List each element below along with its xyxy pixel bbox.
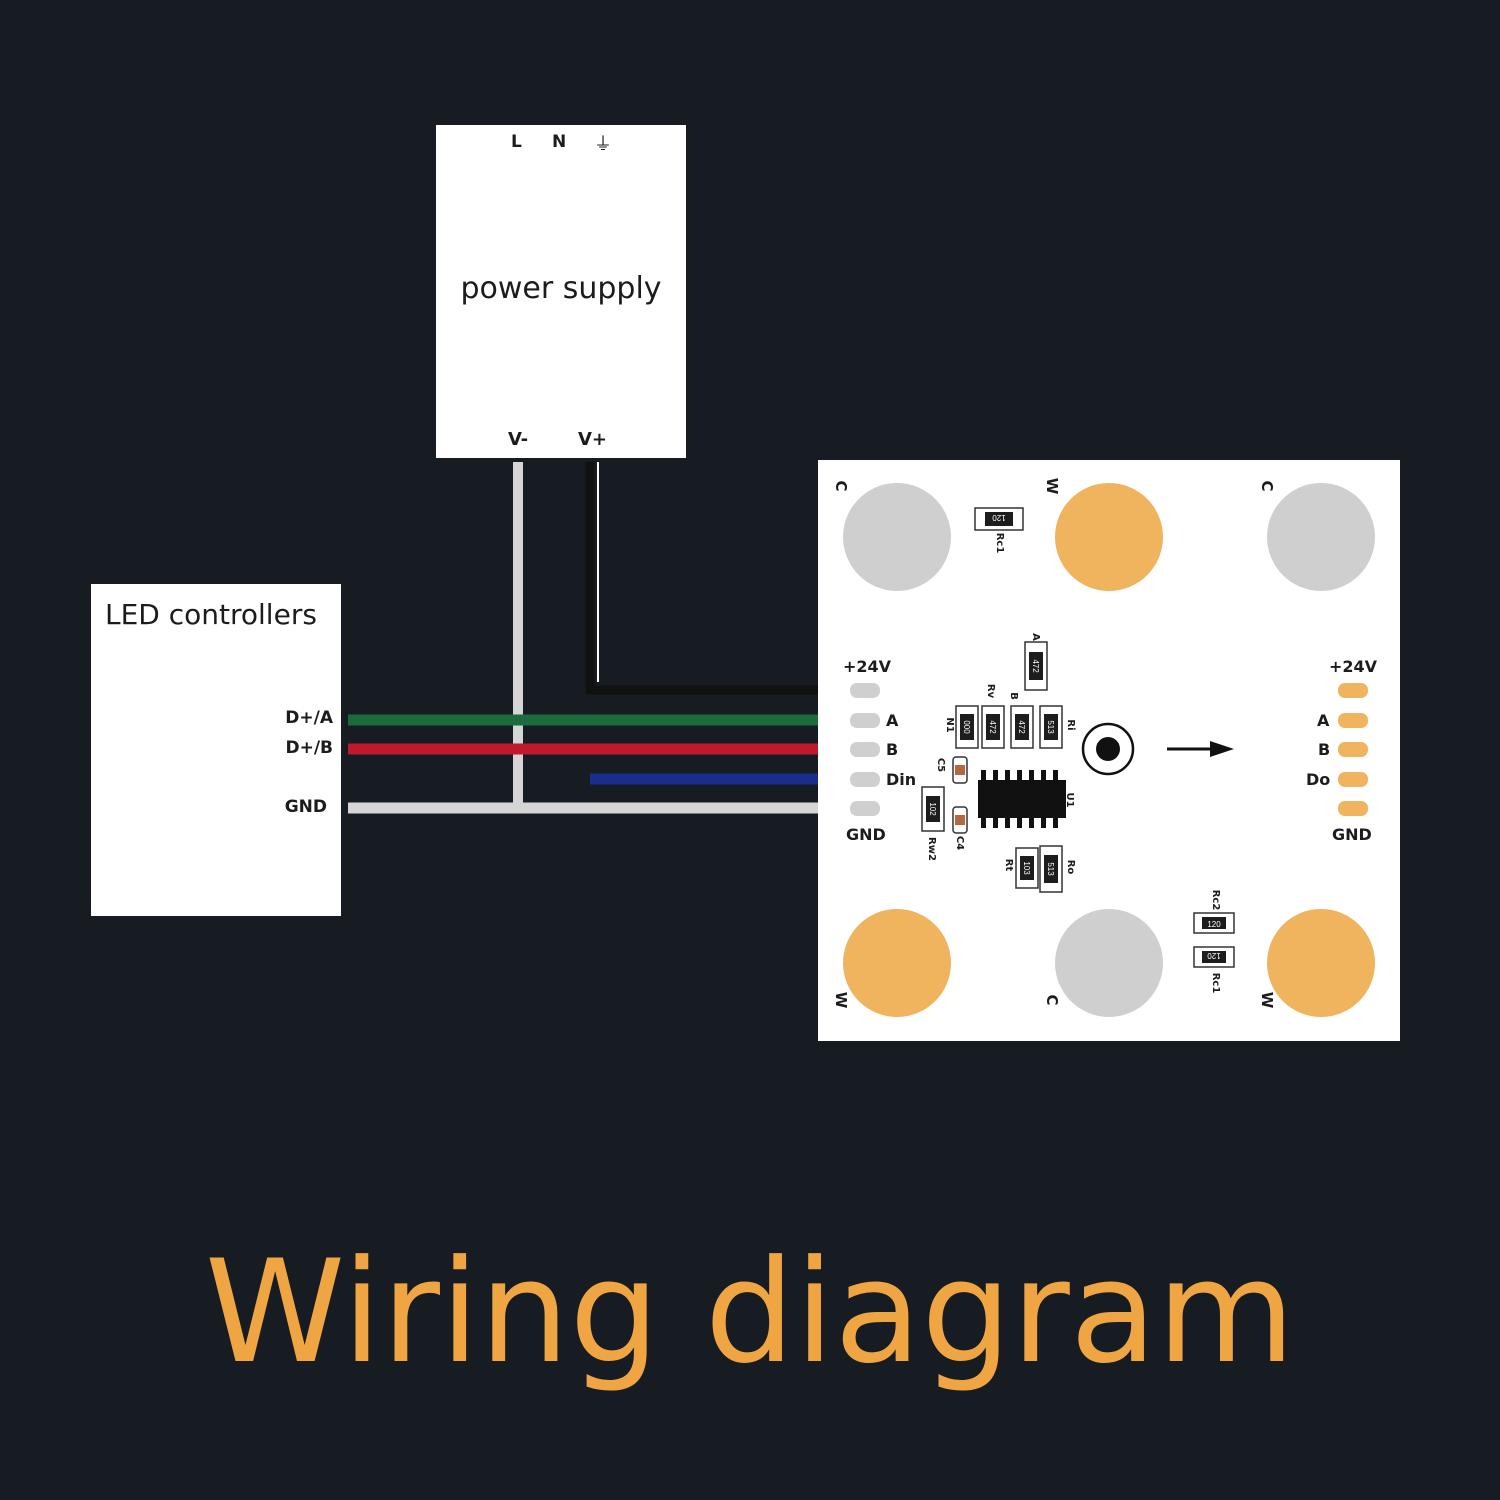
rc2-value: 120 [1207,920,1221,929]
resistor-rt [1015,847,1039,889]
led-letter-top-right: C [1258,480,1276,491]
c4-label: C4 [954,836,965,850]
led-letter-bot-right: W [1258,992,1276,1009]
resistor-ri [1039,705,1063,749]
pin-d-a-label: D+/A [285,708,333,728]
resistor-rw2 [921,786,945,832]
pad-out-a [1338,713,1368,728]
rt-value: 103 [1022,861,1031,875]
direction-arrowhead-icon [1210,741,1234,757]
resistor-a [1024,641,1048,691]
led-top-mid-warm [1055,483,1163,591]
pad-in-din [850,772,880,787]
ro-value: 513 [1046,862,1055,876]
board-out-gnd-label: GND [1332,825,1372,844]
rc1-bottom-label: Rc1 [1210,973,1221,994]
b-value: 472 [1017,720,1026,734]
resistor-n1 [955,705,979,749]
pad-in-24v [850,683,880,698]
power-supply-box: L N ⏚ power supply V- V+ [436,125,686,458]
pad-in-b [850,742,880,757]
led-controllers-box: LED controllers D+/A D+/B GND [91,584,341,916]
wire-v-plus-24v [585,462,846,695]
n1-label: N1 [944,717,955,732]
pad-out-do [1338,772,1368,787]
resistor-rc2 [1193,912,1235,934]
a-label: A [1030,633,1041,641]
led-bot-left-warm [843,909,951,1017]
terminal-l-label: L [511,132,522,152]
board-in-gnd-label: GND [846,825,886,844]
pad-out-b [1338,742,1368,757]
led-letter-bot-mid: C [1043,994,1061,1005]
pin-gnd-label: GND [284,797,327,817]
pad-out-gnd [1338,801,1368,816]
led-letter-top-mid: W [1043,478,1061,495]
capacitor-c4 [952,806,968,834]
ro-label: Ro [1065,860,1076,875]
mounting-hole-center [1096,737,1120,761]
led-bot-right-warm [1267,909,1375,1017]
led-top-left-cool [843,483,951,591]
led-controllers-label: LED controllers [105,598,317,631]
page-title: Wiring diagram [204,1230,1296,1395]
rw2-value: 102 [928,802,937,816]
board-out-a-label: A [1317,711,1330,730]
mounting-hole [1081,722,1135,776]
led-bot-mid-cool [1055,909,1163,1017]
resistor-rc1-bottom [1193,946,1235,968]
ri-label: Ri [1065,719,1076,730]
rc2-label: Rc2 [1210,890,1221,911]
led-top-right-cool [1267,483,1375,591]
resistor-ro [1039,845,1063,893]
a-value: 472 [1031,659,1040,673]
resistor-b [1010,705,1034,749]
capacitor-c5 [952,756,968,784]
pad-in-gnd [850,801,880,816]
rv-value: 472 [988,720,997,734]
v-plus-label: V+ [578,429,608,450]
board-out-do-label: Do [1306,770,1331,789]
board-in-din-label: Din [886,770,917,789]
rt-label: Rt [1003,859,1014,872]
led-letter-bot-left: W [832,992,850,1009]
board-in-b-label: B [886,740,899,759]
v-minus-label: V- [508,429,529,450]
rc1-top-label: Rc1 [994,533,1005,554]
n1-value: 000 [962,720,971,734]
rv-label: Rv [985,684,996,699]
led-letter-top-left: C [832,480,850,491]
b-label: B [1008,692,1019,700]
resistor-rv [981,705,1005,749]
board-out-24v-label: +24V [1329,657,1378,676]
u1-label: U1 [1064,792,1075,807]
board-in-24v-label: +24V [843,657,892,676]
pad-in-a [850,713,880,728]
terminal-n-label: N [552,132,567,152]
c5-label: C5 [935,758,946,772]
ic-u1 [978,770,1066,828]
rw2-label: Rw2 [926,837,937,861]
power-supply-label: power supply [460,271,662,306]
ri-value: 513 [1046,720,1055,734]
pin-d-b-label: D+/B [285,738,333,758]
rc1-bottom-value: 120 [1207,951,1221,960]
board-in-a-label: A [886,711,899,730]
pad-out-24v [1338,683,1368,698]
rc1-top-value: 120 [992,513,1006,522]
earth-ground-icon: ⏚ [594,134,612,155]
resistor-rc1-top [974,507,1024,531]
board-out-b-label: B [1318,740,1331,759]
